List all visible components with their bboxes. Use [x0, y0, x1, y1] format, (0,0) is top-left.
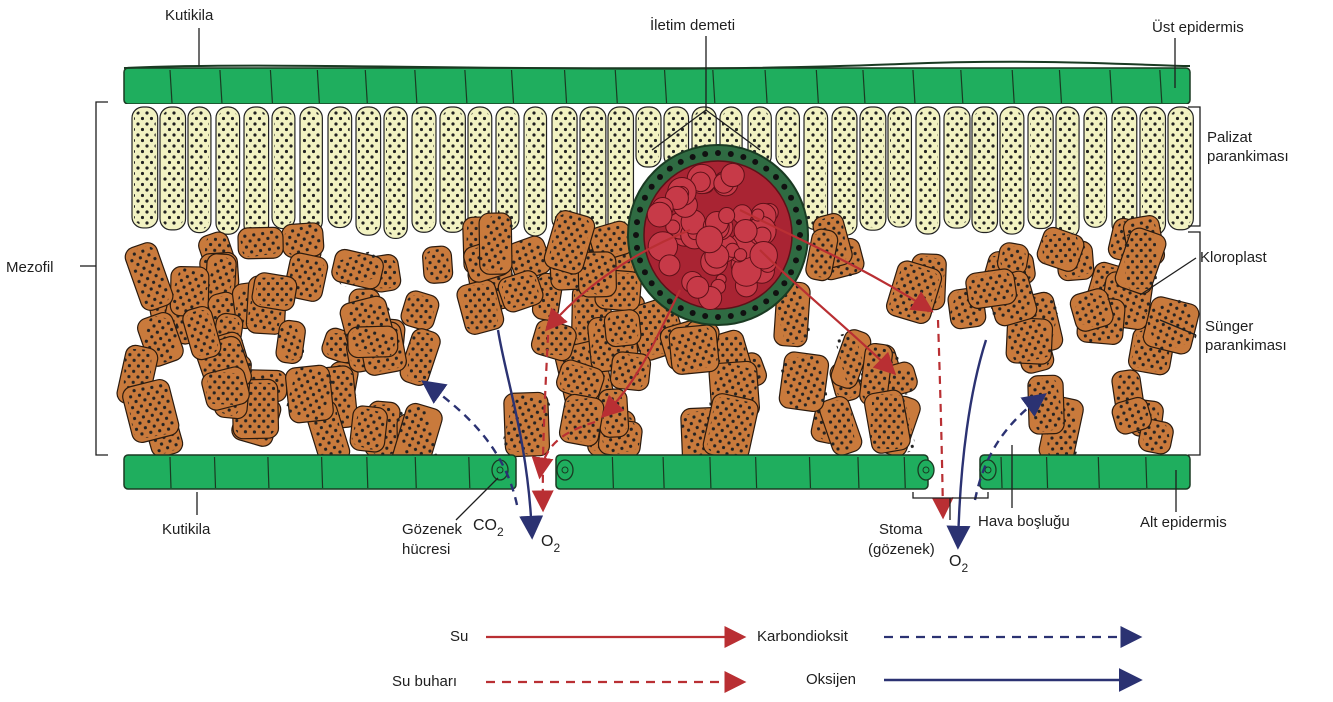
palisade-cell	[412, 107, 436, 232]
palisade-cell	[1084, 107, 1107, 227]
lower-epidermis	[124, 455, 1190, 489]
palisade-cell	[636, 107, 661, 167]
spongy-cell	[349, 405, 388, 453]
spongy-cell	[238, 227, 284, 259]
spongy-cell	[558, 393, 606, 448]
palisade-label-1: Palizat	[1207, 129, 1253, 146]
palisade-cell	[356, 107, 381, 235]
palisade-cell	[188, 107, 211, 233]
spongy-cell	[285, 364, 335, 423]
vascular-bundle	[628, 145, 808, 325]
palisade-label-2: parankiması	[1207, 148, 1289, 165]
palisade-cell	[1056, 107, 1079, 238]
spongy-cell	[347, 324, 398, 360]
spongy-cell	[477, 213, 515, 275]
o2-left-label: O2	[541, 533, 560, 555]
palisade-cell	[944, 107, 970, 228]
palisade-cell	[328, 107, 352, 228]
palisade-cell	[132, 107, 158, 228]
palisade-cell	[1028, 107, 1053, 229]
legend-co2-label: Karbondioksit	[757, 628, 849, 645]
spongy-cell	[123, 240, 176, 313]
palisade-cell	[496, 107, 519, 230]
cuticle-top-label: Kutikila	[165, 7, 214, 24]
mesophyll-label: Mezofil	[6, 259, 54, 276]
palisade-cell	[1168, 107, 1193, 230]
palisade-cell	[160, 107, 186, 230]
upper-epidermis	[124, 62, 1190, 104]
spongy-cell	[399, 289, 442, 333]
lower-epidermis-label: Alt epidermis	[1140, 514, 1227, 531]
spongy-cell	[422, 246, 453, 284]
spongy-cell	[610, 351, 652, 391]
palisade-cell	[1000, 107, 1024, 234]
chloroplast-label: Kloroplast	[1200, 249, 1268, 266]
o2-right-label: O2	[949, 553, 968, 575]
palisade-cell	[916, 107, 940, 234]
stoma-label-2: (gözenek)	[868, 541, 935, 558]
palisade-cell	[804, 107, 828, 230]
palisade-cell	[1112, 107, 1137, 235]
vascular-bundle-label: İletim demeti	[650, 16, 735, 34]
co2-label: CO2	[473, 517, 504, 539]
palisade-cell	[776, 107, 799, 167]
legend: Su Su buharı Karbondioksit Oksijen	[392, 628, 1138, 690]
legend-water-vapor-label: Su buharı	[392, 673, 457, 690]
spongy-cell	[817, 394, 864, 458]
palisade-cell	[272, 107, 295, 229]
guard-cell-left	[492, 460, 573, 480]
spongy-cell	[275, 319, 307, 364]
spongy-cell	[251, 271, 299, 312]
guard-cell-label-1: Gözenek	[402, 521, 463, 538]
upper-epidermis-label: Üst epidermis	[1152, 18, 1244, 36]
spongy-label-2: parankiması	[1205, 337, 1287, 354]
mesophyll-bracket	[80, 102, 108, 455]
spongy-cell	[884, 259, 944, 326]
spongy-cell	[778, 351, 830, 413]
stoma-label-1: Stoma	[879, 521, 923, 538]
guard-cell-label-2: hücresi	[402, 541, 450, 558]
legend-oxygen-label: Oksijen	[806, 671, 856, 688]
spongy-cell	[330, 247, 386, 290]
spongy-cell	[668, 324, 720, 375]
air-space-label: Hava boşluğu	[978, 513, 1070, 530]
spongy-cell	[965, 268, 1018, 310]
cuticle-bottom-label: Kutikila	[162, 521, 211, 538]
palisade-cell	[244, 107, 269, 236]
palisade-cell	[384, 107, 407, 238]
spongy-cell	[281, 222, 324, 258]
palisade-cell	[440, 107, 465, 232]
palisade-cell	[524, 107, 547, 236]
palisade-cell	[216, 107, 240, 234]
palisade-cell	[860, 107, 886, 230]
palisade-cell	[300, 107, 322, 232]
water-vapor-arrow	[938, 320, 943, 515]
palisade-cell	[888, 107, 911, 227]
legend-water-label: Su	[450, 628, 468, 645]
spongy-label-1: Sünger	[1205, 318, 1253, 335]
spongy-cell	[1006, 317, 1053, 364]
palisade-cell	[972, 107, 997, 232]
spongy-cell	[604, 309, 642, 348]
spongy-cell	[121, 377, 181, 444]
